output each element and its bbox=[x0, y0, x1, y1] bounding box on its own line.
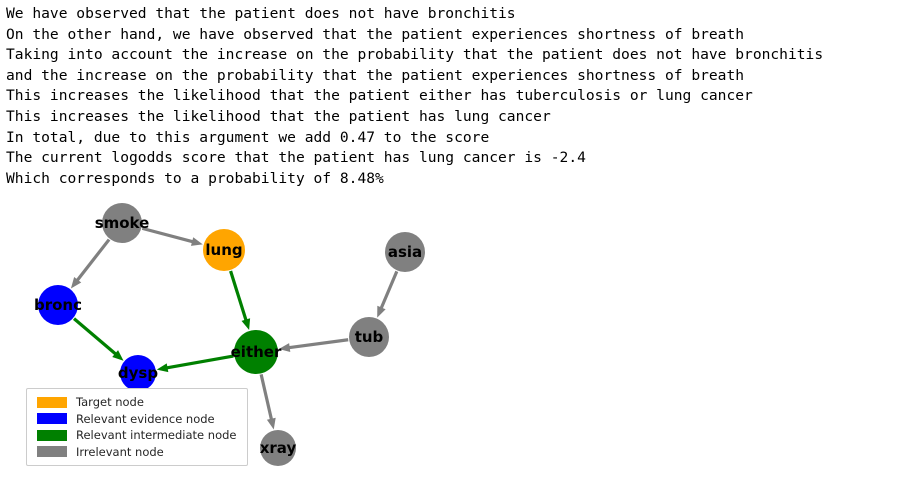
legend-swatch-intermediate bbox=[37, 429, 67, 441]
graph-node-either[interactable]: either bbox=[231, 330, 282, 374]
node-label: asia bbox=[388, 243, 422, 261]
graph-node-tub[interactable]: tub bbox=[349, 317, 389, 357]
legend-swatch-evidence bbox=[37, 413, 67, 425]
graph-edge bbox=[229, 270, 248, 322]
node-label: smoke bbox=[95, 214, 150, 232]
graph-node-bronc[interactable]: bronc bbox=[34, 285, 82, 325]
graph-node-xray[interactable]: xray bbox=[260, 430, 297, 466]
graph-edge bbox=[259, 374, 274, 422]
legend-swatch-target bbox=[37, 396, 67, 408]
node-circle[interactable] bbox=[38, 285, 78, 325]
graph-edge bbox=[141, 226, 195, 244]
explanation-line: Which corresponds to a probability of 8.… bbox=[6, 169, 384, 187]
node-label: xray bbox=[260, 439, 297, 457]
node-circle[interactable] bbox=[260, 430, 296, 466]
graph-edge-arrowhead bbox=[278, 343, 291, 352]
graph-edge bbox=[72, 317, 118, 357]
graph-canvas: smoke lung asia bronc tub either dysp xray bbox=[34, 203, 425, 466]
explanation-text-block: We have observed that the patient does n… bbox=[0, 0, 919, 189]
legend-label: Target node bbox=[76, 395, 144, 410]
explanation-line: On the other hand, we have observed that… bbox=[6, 25, 745, 43]
bayesian-network-graph: smoke lung asia bronc tub either dysp xray bbox=[0, 196, 919, 488]
explanation-line: In total, due to this argument we add 0.… bbox=[6, 128, 490, 146]
graph-edge-arrowhead bbox=[266, 417, 276, 430]
graph-node-smoke[interactable]: smoke bbox=[95, 203, 150, 243]
legend-item: Relevant evidence node bbox=[37, 411, 241, 428]
node-circle[interactable] bbox=[203, 229, 245, 271]
legend-swatch-irrelevant bbox=[37, 446, 67, 458]
node-circle[interactable] bbox=[349, 317, 389, 357]
node-label: lung bbox=[205, 241, 242, 259]
graph-edge-arrowhead bbox=[190, 237, 203, 246]
graph-edge-arrowhead bbox=[241, 318, 251, 331]
graph-edge-arrowhead bbox=[377, 305, 386, 318]
graph-edge bbox=[379, 270, 399, 310]
explanation-line: This increases the likelihood that the p… bbox=[6, 87, 753, 105]
legend-label: Relevant intermediate node bbox=[76, 428, 237, 443]
node-label: tub bbox=[355, 328, 384, 346]
graph-node-dysp[interactable]: dysp bbox=[118, 355, 158, 391]
node-label: dysp bbox=[118, 364, 158, 382]
graph-legend: Target node Relevant evidence node Relev… bbox=[26, 388, 248, 466]
graph-edge-arrowhead bbox=[70, 277, 82, 289]
explanation-line: We have observed that the patient does n… bbox=[6, 5, 516, 22]
graph-nodes: smoke lung asia bronc tub either dysp xray bbox=[34, 203, 425, 466]
explanation-line: This increases the likelihood that the p… bbox=[6, 107, 551, 125]
graph-edge bbox=[75, 238, 111, 283]
graph-node-asia[interactable]: asia bbox=[385, 232, 425, 272]
graph-node-lung[interactable]: lung bbox=[203, 229, 245, 271]
node-circle[interactable] bbox=[102, 203, 142, 243]
graph-edge bbox=[287, 338, 349, 350]
legend-item: Target node bbox=[37, 394, 241, 411]
node-label: either bbox=[231, 343, 282, 361]
legend-item: Relevant intermediate node bbox=[37, 427, 241, 444]
node-label: bronc bbox=[34, 296, 82, 314]
explanation-line: and the increase on the probability that… bbox=[6, 66, 745, 84]
graph-edges bbox=[70, 226, 399, 430]
graph-edge-arrowhead bbox=[112, 350, 124, 361]
legend-label: Relevant evidence node bbox=[76, 411, 215, 426]
explanation-line: The current logodds score that the patie… bbox=[6, 149, 586, 167]
node-circle[interactable] bbox=[234, 330, 278, 374]
legend-label: Irrelevant node bbox=[76, 444, 164, 459]
graph-edge bbox=[165, 354, 234, 370]
legend-item: Irrelevant node bbox=[37, 444, 241, 461]
node-circle[interactable] bbox=[385, 232, 425, 272]
graph-edge-arrowhead bbox=[156, 363, 169, 373]
explanation-line: Taking into account the increase on the … bbox=[6, 46, 824, 64]
node-circle[interactable] bbox=[120, 355, 156, 391]
